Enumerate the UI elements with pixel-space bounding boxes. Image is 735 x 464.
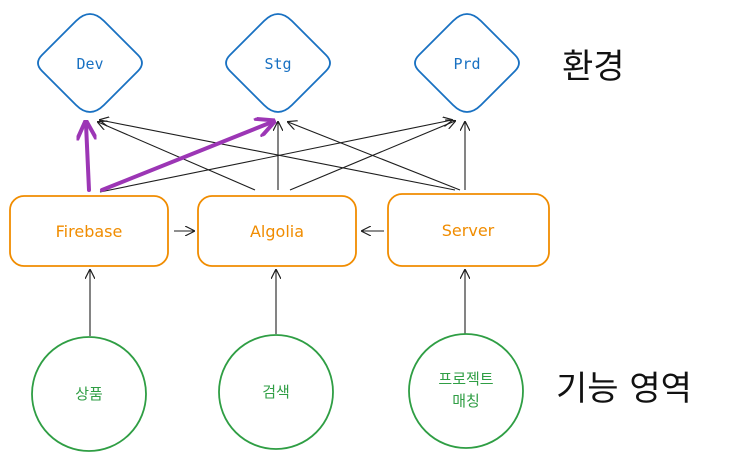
environment-prd: Prd xyxy=(414,13,520,113)
connector-algolia-to-dev xyxy=(98,122,256,191)
feature-project-matching-line1: 프로젝트 xyxy=(438,370,493,388)
environment-stg: Stg xyxy=(225,13,331,113)
system-firebase-box xyxy=(9,195,169,267)
feature-product-circle xyxy=(31,336,147,452)
feature-project-matching: 프로젝트 매칭 xyxy=(408,333,524,449)
environment-prd-label: Prd xyxy=(453,55,480,73)
system-algolia-label: Algolia xyxy=(250,222,304,241)
system-algolia: Algolia xyxy=(197,195,357,267)
environment-stg-shape xyxy=(225,13,331,113)
feature-product-label: 상품 xyxy=(75,385,103,403)
system-firebase: Firebase xyxy=(9,195,169,267)
system-firebase-label: Firebase xyxy=(56,222,123,241)
environment-prd-shape xyxy=(414,13,520,113)
feature-search-circle xyxy=(218,334,334,450)
system-algolia-box xyxy=(197,195,357,267)
environment-group-label: 환경 xyxy=(562,47,625,87)
feature-product: 상품 xyxy=(31,336,147,452)
connector-lines xyxy=(90,120,465,336)
feature-area-group-label: 기능 영역 xyxy=(556,369,692,409)
feature-search-label: 검색 xyxy=(262,383,290,401)
connector-algolia-to-prd xyxy=(289,121,455,191)
system-server-label: Server xyxy=(442,221,495,240)
environment-dev: Dev xyxy=(37,13,143,113)
highlight-arrows xyxy=(86,122,272,192)
highlight-firebase-to-dev xyxy=(86,124,89,192)
system-server: Server xyxy=(387,193,550,267)
system-server-box xyxy=(387,193,550,267)
feature-project-matching-line2: 매칭 xyxy=(452,392,480,410)
connector-firebase-to-prd xyxy=(99,120,452,193)
feature-project-matching-circle xyxy=(408,333,524,449)
environment-stg-label: Stg xyxy=(264,55,291,73)
highlight-firebase-to-stg xyxy=(100,122,272,192)
connector-server-to-stg xyxy=(288,122,461,191)
feature-search: 검색 xyxy=(218,334,334,450)
environment-dev-label: Dev xyxy=(76,55,103,73)
environment-dev-shape xyxy=(37,13,143,113)
